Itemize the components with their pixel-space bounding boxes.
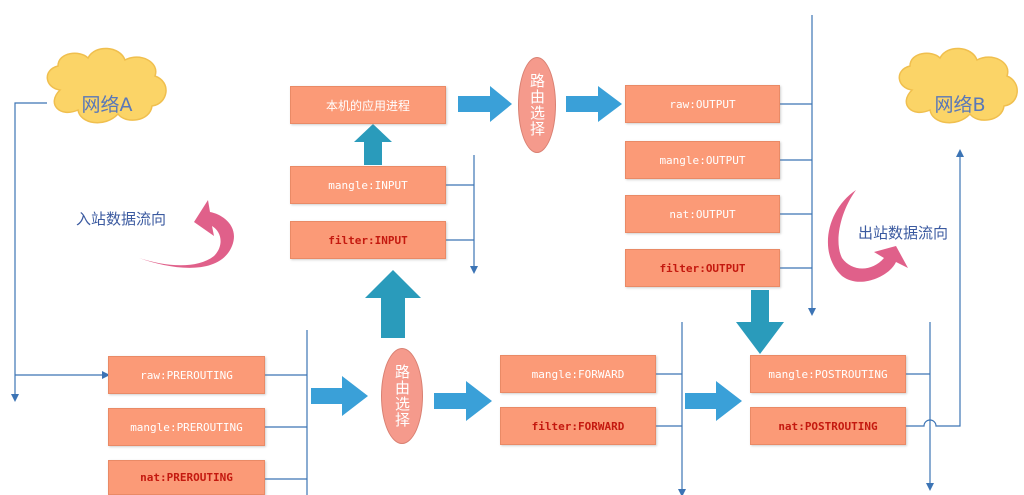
chain-name: INPUT — [374, 178, 408, 192]
chain-box-nat-output: nat:OUTPUT — [625, 195, 780, 233]
chain-box-mangle-forward: mangle:FORWARD — [500, 355, 656, 393]
chain-name: OUTPUT — [695, 97, 736, 111]
line-forward-bus — [656, 322, 686, 495]
routing-decision-bottom: 路由选择 — [381, 348, 423, 444]
routing-decision-top: 路由选择 — [518, 57, 556, 153]
line-network-a-in — [11, 102, 110, 402]
table-name: filter — [531, 419, 572, 433]
up-arrow-icon — [354, 124, 392, 165]
curved-arrow-outbound-icon — [827, 190, 908, 282]
block-arrow-icon — [434, 381, 492, 421]
network-b-label: 网络B — [934, 94, 986, 116]
chain-box-mangle-input: mangle:INPUT — [290, 166, 446, 204]
table-name: raw — [669, 97, 690, 111]
chain-box-filter-output: filter:OUTPUT — [625, 249, 780, 287]
chain-name: PREROUTING — [166, 471, 233, 484]
outbound-flow-label: 出站数据流向 — [858, 224, 949, 242]
routing-decision-top-label: 路由选择 — [528, 73, 546, 137]
table-name: raw — [140, 368, 160, 382]
table-name: mangle — [328, 178, 368, 192]
local-app-process-box: 本机的应用进程 — [290, 86, 446, 124]
table-name: nat — [778, 419, 799, 433]
chain-name: PREROUTING — [166, 368, 233, 382]
line-input-bus — [446, 155, 478, 274]
chain-box-nat-prerouting: nat:PREROUTING — [108, 460, 265, 495]
chain-name: FORWARD — [578, 367, 625, 381]
line-postrouting-bus — [906, 149, 964, 491]
chain-name: FORWARD — [578, 419, 625, 433]
chain-name: OUTPUT — [705, 261, 746, 275]
table-name: filter — [659, 261, 700, 275]
chain-name: OUTPUT — [695, 207, 736, 221]
chain-box-mangle-output: mangle:OUTPUT — [625, 141, 780, 179]
table-name: nat — [669, 207, 690, 221]
chain-box-filter-forward: filter:FORWARD — [500, 407, 656, 445]
chain-name: OUTPUT — [705, 153, 746, 167]
chain-box-raw-output: raw:OUTPUT — [625, 85, 780, 123]
routing-decision-bottom-label: 路由选择 — [393, 364, 411, 428]
cloud-network-b-icon — [898, 47, 1018, 124]
chain-name: PREROUTING — [176, 420, 243, 434]
block-arrow-icon — [685, 381, 742, 421]
table-name: mangle — [768, 367, 809, 381]
local-app-process-label: 本机的应用进程 — [325, 98, 410, 113]
up-arrow-icon — [365, 270, 421, 338]
cloud-network-a-icon — [46, 47, 167, 124]
chain-box-mangle-postrouting: mangle:POSTROUTING — [750, 355, 906, 393]
chain-box-filter-input: filter:INPUT — [290, 221, 446, 259]
table-name: mangle — [130, 420, 170, 434]
line-output-bus — [780, 15, 816, 316]
curved-arrow-inbound-icon — [139, 200, 234, 268]
network-a-label: 网络A — [81, 94, 133, 116]
chain-name: POSTROUTING — [804, 419, 878, 433]
table-name: mangle — [531, 367, 572, 381]
block-arrow-icon — [458, 86, 512, 122]
table-name: nat — [140, 471, 160, 484]
chain-box-nat-postrouting: nat:POSTROUTING — [750, 407, 906, 445]
chain-box-mangle-prerouting: mangle:PREROUTING — [108, 408, 265, 446]
block-arrow-icon — [311, 376, 368, 416]
table-name: filter — [328, 233, 368, 247]
inbound-flow-label: 入站数据流向 — [76, 210, 167, 228]
chain-name: POSTROUTING — [814, 367, 888, 381]
chain-box-raw-prerouting: raw:PREROUTING — [108, 356, 265, 394]
block-arrow-icon — [566, 86, 622, 122]
line-prerouting-bus — [265, 330, 308, 495]
table-name: mangle — [659, 153, 700, 167]
chain-name: INPUT — [374, 233, 408, 247]
down-arrow-icon — [736, 290, 784, 354]
